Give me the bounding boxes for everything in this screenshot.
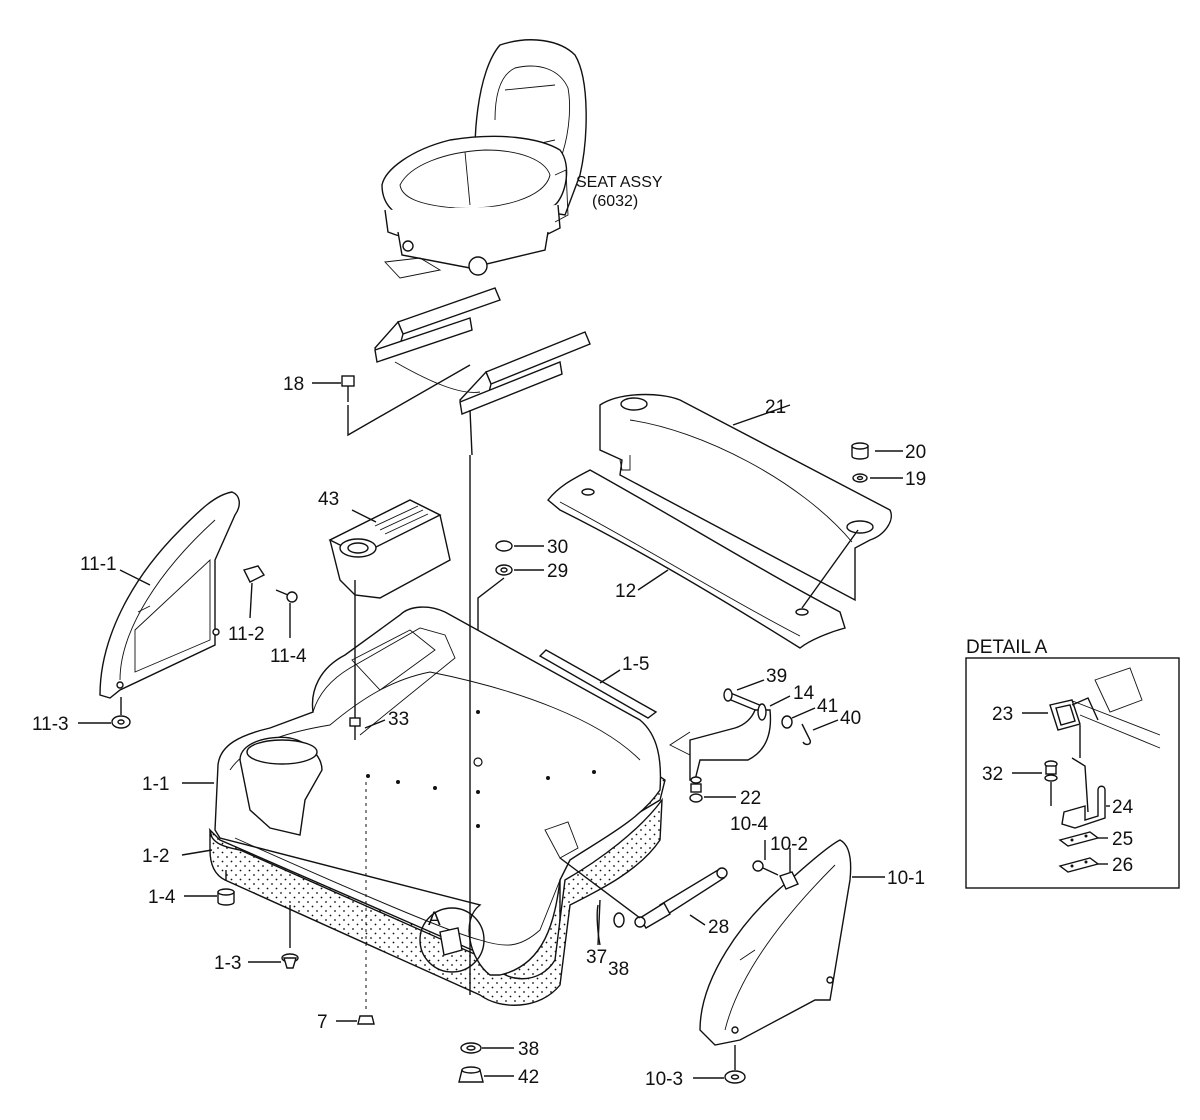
label-37: 37	[586, 947, 607, 968]
foot-1-4	[184, 888, 235, 906]
callout-a: A	[428, 909, 441, 930]
bolt-18	[312, 364, 471, 437]
label-22: 22	[740, 788, 761, 809]
label-18: 18	[283, 374, 304, 395]
label-1-1: 1-1	[142, 774, 169, 795]
nut-42	[458, 1066, 514, 1083]
bolt-22	[689, 776, 736, 803]
bracket-14	[669, 695, 791, 781]
side-panel-10-1	[699, 839, 885, 1046]
label-43: 43	[318, 489, 339, 510]
washer-38-lower	[460, 1042, 514, 1054]
label-39: 39	[766, 666, 787, 687]
detail-a-panel	[965, 657, 1180, 889]
seat-assy-title: SEAT ASSY	[576, 174, 663, 191]
screw-10-4	[752, 840, 779, 876]
label-40: 40	[840, 708, 861, 729]
label-41: 41	[817, 696, 838, 717]
label-1-3: 1-3	[214, 953, 241, 974]
side-panel-11-1	[99, 491, 240, 699]
label-11-2: 11-2	[228, 624, 265, 645]
label-38-lower: 38	[518, 1039, 539, 1060]
seat-assy-code: (6032)	[592, 193, 638, 210]
grommet-10-3	[693, 1045, 746, 1084]
nut-7	[336, 1015, 375, 1025]
label-33: 33	[388, 709, 409, 730]
label-20: 20	[905, 442, 926, 463]
seat-rails	[374, 287, 591, 456]
label-42: 42	[518, 1067, 539, 1088]
grommet-11-3	[78, 697, 131, 729]
label-29: 29	[547, 561, 568, 582]
seat-assy-label: SEAT ASSY (6032)	[576, 174, 663, 210]
screw-1-3	[248, 953, 299, 969]
label-10-2: 10-2	[770, 834, 808, 855]
clip-11-2	[242, 565, 266, 619]
detail-a-title: DETAIL A	[966, 637, 1048, 658]
label-1-4: 1-4	[148, 887, 176, 908]
label-10-3: 10-3	[645, 1069, 683, 1090]
washer-19	[852, 473, 903, 483]
label-32: 32	[982, 764, 1003, 785]
pin-37	[596, 904, 601, 946]
trim-bar-12	[547, 469, 859, 649]
bolt-33	[349, 717, 361, 740]
label-19: 19	[905, 469, 926, 490]
leader-33	[364, 719, 386, 729]
label-23: 23	[992, 704, 1013, 725]
label-25: 25	[1112, 829, 1133, 850]
label-21: 21	[765, 397, 786, 418]
label-24: 24	[1112, 797, 1134, 818]
clip-40	[801, 719, 839, 746]
gas-strut-28	[559, 857, 728, 929]
console-box-43	[328, 499, 451, 599]
label-11-1: 11-1	[80, 554, 117, 575]
cap-30	[495, 540, 544, 552]
label-30: 30	[547, 537, 568, 558]
seat-assembly	[381, 39, 587, 279]
leader-1-2	[181, 849, 213, 856]
rear-cover-21	[599, 393, 892, 602]
pin-39	[723, 679, 765, 713]
part-labels: 18 21 20 19 43 30 29 12 11-1 11-2 11-4 1…	[32, 374, 1134, 1090]
label-26: 26	[1112, 855, 1133, 876]
seat-base-1-1	[208, 606, 666, 1006]
label-10-1: 10-1	[887, 868, 925, 889]
label-11-4: 11-4	[270, 646, 307, 667]
label-14: 14	[793, 683, 815, 704]
knob-20	[851, 442, 903, 460]
label-38-upper: 38	[608, 959, 629, 980]
clip-10-2	[779, 848, 799, 890]
strip-1-5	[538, 649, 658, 719]
label-12: 12	[615, 581, 636, 602]
label-7: 7	[317, 1012, 328, 1033]
label-11-3: 11-3	[32, 714, 69, 735]
screw-11-4	[275, 589, 298, 638]
washer-41	[781, 707, 816, 729]
label-1-2: 1-2	[142, 846, 169, 867]
leader-37	[597, 899, 601, 946]
label-28: 28	[708, 917, 729, 938]
label-10-4: 10-4	[730, 814, 768, 835]
washer-38-upper	[613, 912, 625, 928]
label-1-5: 1-5	[622, 654, 649, 675]
